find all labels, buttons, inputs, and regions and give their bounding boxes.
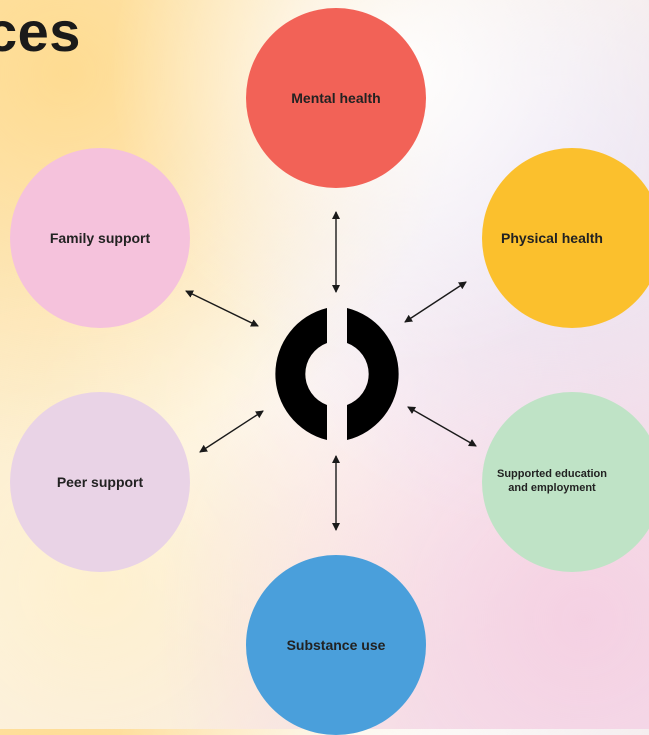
physical-health-label: Physical health bbox=[501, 229, 603, 246]
arrow-physical-health bbox=[404, 281, 467, 323]
arrow-supported-employment bbox=[407, 406, 477, 447]
physical-health-node: Physical health bbox=[482, 148, 649, 328]
arrow-peer-support bbox=[199, 410, 264, 453]
arrow-family-support bbox=[185, 290, 259, 327]
supported-employment-node: Supported education and employment bbox=[482, 392, 649, 572]
family-support-label: Family support bbox=[49, 229, 151, 246]
substance-use-node: Substance use bbox=[246, 555, 426, 735]
peer-support-node: Peer support bbox=[10, 392, 190, 572]
page-title: ces bbox=[0, 0, 81, 63]
mental-health-node: Mental health bbox=[246, 8, 426, 188]
peer-support-label: Peer support bbox=[56, 473, 144, 490]
substance-use-label: Substance use bbox=[286, 636, 386, 653]
supported-employment-label: Supported education and employment bbox=[497, 468, 607, 494]
black-circle-logo-icon bbox=[275, 308, 399, 440]
family-support-node: Family support bbox=[10, 148, 190, 328]
mental-health-label: Mental health bbox=[291, 89, 381, 106]
logo-right-half-icon bbox=[347, 308, 399, 440]
logo-left-half-icon bbox=[275, 308, 327, 440]
